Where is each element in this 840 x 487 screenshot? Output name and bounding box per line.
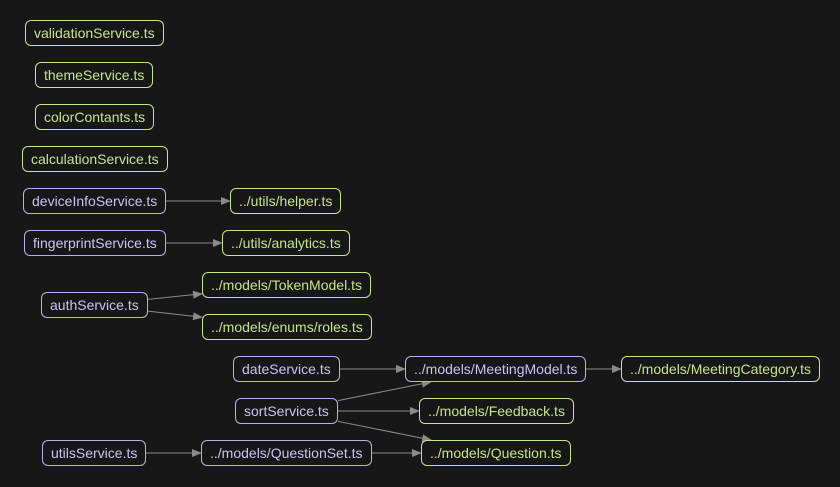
edge-authService-to-tokenModel [147,290,203,300]
node-calculationService[interactable]: calculationService.ts [22,146,168,172]
node-models-enums-roles[interactable]: ../models/enums/roles.ts [202,314,372,340]
node-colorContants[interactable]: colorContants.ts [35,104,155,130]
node-authService[interactable]: authService.ts [41,292,148,318]
node-deviceInfoService[interactable]: deviceInfoService.ts [23,188,167,214]
node-models-MeetingModel[interactable]: ../models/MeetingModel.ts [405,356,587,382]
node-fingerprintService[interactable]: fingerprintService.ts [24,230,166,256]
edge-authService-to-roles [147,310,203,321]
node-sortService[interactable]: sortService.ts [235,398,338,424]
node-validationService[interactable]: validationService.ts [25,20,164,46]
node-models-MeetingCategory[interactable]: ../models/MeetingCategory.ts [621,356,821,382]
node-models-Question[interactable]: ../models/Question.ts [421,440,571,466]
edge-sortService-to-question [337,420,433,443]
node-utilsService[interactable]: utilsService.ts [42,440,147,466]
node-themeService[interactable]: themeService.ts [35,62,154,88]
edge-sortService-to-meetingModel [337,379,432,402]
node-models-QuestionSet[interactable]: ../models/QuestionSet.ts [201,440,372,466]
node-utils-helper[interactable]: ../utils/helper.ts [230,188,342,214]
node-models-TokenModel[interactable]: ../models/TokenModel.ts [202,272,371,298]
node-dateService[interactable]: dateService.ts [233,356,340,382]
node-utils-analytics[interactable]: ../utils/analytics.ts [222,230,350,256]
node-models-Feedback[interactable]: ../models/Feedback.ts [419,398,574,424]
